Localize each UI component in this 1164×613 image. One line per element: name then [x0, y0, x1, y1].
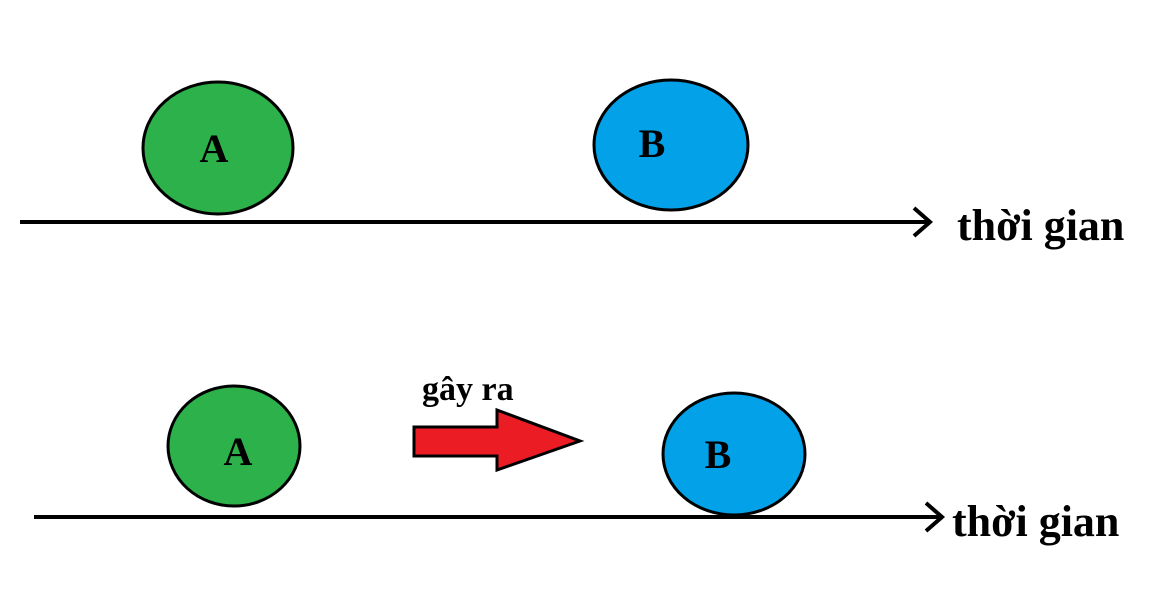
top-time-axis-label: thời gian — [957, 201, 1124, 250]
causes-arrow-label: gây ra — [422, 371, 514, 408]
bottom-time-axis-arrowhead — [924, 501, 946, 533]
bottom-event-a-circle — [166, 384, 302, 508]
top-panel: thời gian A B — [20, 78, 1124, 250]
causes-arrow-icon — [412, 407, 585, 473]
top-event-b-label: B — [639, 121, 666, 166]
top-event-a-label: A — [200, 126, 229, 171]
top-event-b-circle — [592, 78, 750, 212]
bottom-time-axis-label: thời gian — [952, 497, 1119, 546]
bottom-event-b-circle — [661, 391, 807, 517]
bottom-event-a-label: A — [224, 429, 253, 474]
bottom-event-b-label: B — [705, 432, 732, 477]
top-time-axis-arrowhead — [912, 206, 934, 238]
bottom-panel: thời gian A B gây ra — [34, 371, 1119, 546]
top-event-a-circle — [141, 80, 295, 216]
